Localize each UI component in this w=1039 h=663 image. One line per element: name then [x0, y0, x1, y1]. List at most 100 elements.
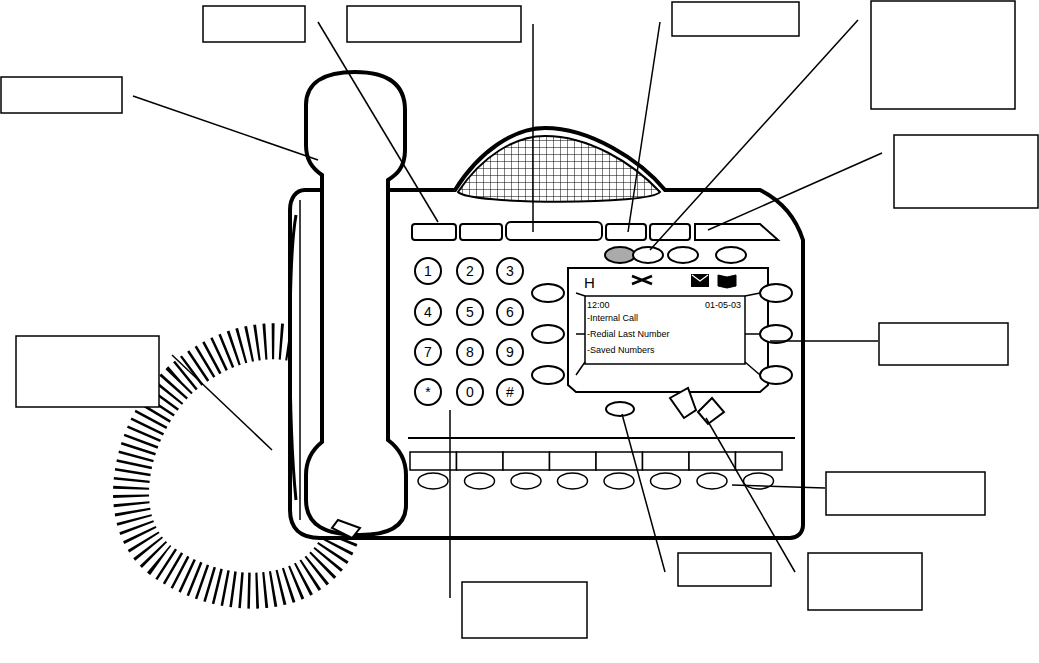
- programmable-keys: [418, 473, 448, 489]
- display-screen: H 12:00 01-05-03 -Internal Call -Redial Last…: [568, 268, 768, 392]
- key-digit: 1: [424, 264, 432, 278]
- keypad-button: 5: [456, 298, 484, 326]
- display-panel: [532, 268, 792, 392]
- display-panel: [718, 275, 736, 288]
- function-keys: [460, 224, 502, 240]
- programmable-keys: [651, 473, 681, 489]
- programmable-keys: [503, 452, 550, 470]
- keypad-button: 8: [456, 338, 484, 366]
- home-icon: H: [584, 275, 595, 290]
- key-digit: #: [506, 385, 514, 399]
- leader-line: [449, 410, 451, 598]
- display-panel: [532, 325, 564, 343]
- keypad-button: 9: [496, 338, 524, 366]
- callout-box: [1, 1, 1038, 638]
- callout-box: [808, 553, 922, 610]
- display-panel: [532, 284, 564, 302]
- handset: [306, 72, 406, 535]
- key-digit: 6: [506, 305, 514, 319]
- function-keys: [605, 247, 635, 263]
- callout-box: [826, 472, 985, 515]
- navigation-keys: [670, 388, 696, 418]
- display-panel: [760, 284, 792, 302]
- keypad-button: 0: [456, 378, 484, 406]
- leader-line: [628, 22, 660, 232]
- display-panel: [532, 366, 564, 384]
- keypad-button: 3: [496, 257, 524, 285]
- display-panel: [632, 276, 652, 284]
- display-text: -Redial Last Number: [587, 330, 670, 339]
- display-panel: [692, 275, 708, 281]
- leader-line: [318, 22, 438, 222]
- callout-box: [16, 336, 159, 407]
- leader-line: [133, 96, 318, 160]
- display-text: 12:00: [587, 301, 610, 310]
- display-panel: [568, 268, 768, 392]
- function-keys: [668, 247, 698, 263]
- function-keys: [633, 247, 663, 263]
- display-panel: [760, 366, 792, 384]
- handset: [332, 520, 360, 538]
- leader-line: [532, 24, 534, 232]
- display-panel: [692, 275, 708, 286]
- speaker-grille: [458, 136, 660, 202]
- keypad-button: 4: [414, 298, 442, 326]
- keypad-button: 1: [414, 257, 442, 285]
- callout-box: [894, 135, 1038, 208]
- navigation-keys: [606, 402, 634, 416]
- display-panel: [576, 293, 760, 375]
- callout-box: [871, 1, 1015, 109]
- callout-box: [203, 6, 305, 42]
- programmable-keys: [550, 452, 597, 470]
- programmable-keys: [736, 452, 783, 470]
- function-keys: [650, 224, 690, 240]
- function-keys: [695, 224, 778, 240]
- programmable-keys: [511, 473, 541, 489]
- display-text: -Saved Numbers: [587, 346, 655, 355]
- callout-box: [678, 553, 771, 586]
- key-digit: 7: [424, 345, 432, 359]
- keypad-button: 6: [496, 298, 524, 326]
- programmable-keys: [465, 473, 495, 489]
- keypad-button: 2: [456, 257, 484, 285]
- function-keys: [716, 247, 746, 263]
- programmable-keys: [558, 473, 588, 489]
- display-text: 01-05-03: [705, 301, 741, 310]
- callout-box: [672, 2, 799, 36]
- programmable-keys: [689, 452, 736, 470]
- key-digit: 9: [506, 345, 514, 359]
- leader-line: [650, 20, 858, 250]
- key-digit: 5: [466, 305, 474, 319]
- handset: [290, 215, 296, 500]
- programmable-keys: [643, 452, 690, 470]
- leader-line: [622, 414, 665, 572]
- speaker-grille: [458, 136, 660, 202]
- keypad-button: *: [414, 378, 442, 406]
- callout-box: [347, 6, 521, 42]
- leader-line: [708, 153, 882, 230]
- phone-body: [299, 200, 301, 520]
- programmable-keys: [697, 473, 727, 489]
- function-keys: [412, 224, 456, 240]
- programmable-keys: [604, 473, 634, 489]
- keypad-button: #: [496, 378, 524, 406]
- handset: [290, 72, 406, 538]
- phone-body: [408, 437, 795, 439]
- function-keys: [606, 224, 646, 240]
- display-text: -Internal Call: [587, 314, 638, 323]
- leader-line: [133, 20, 882, 598]
- programmable-keys: [457, 452, 504, 470]
- display-panel: [585, 296, 745, 364]
- leader-line: [770, 340, 878, 342]
- keypad-button: 7: [414, 338, 442, 366]
- callout-box: [879, 323, 1008, 365]
- leader-line: [706, 418, 795, 572]
- callout-box: [462, 582, 587, 638]
- function-keys: [506, 222, 602, 240]
- navigation-keys: [698, 398, 724, 424]
- leader-line: [172, 355, 272, 450]
- programmable-keys: [410, 452, 782, 489]
- key-digit: *: [425, 385, 430, 399]
